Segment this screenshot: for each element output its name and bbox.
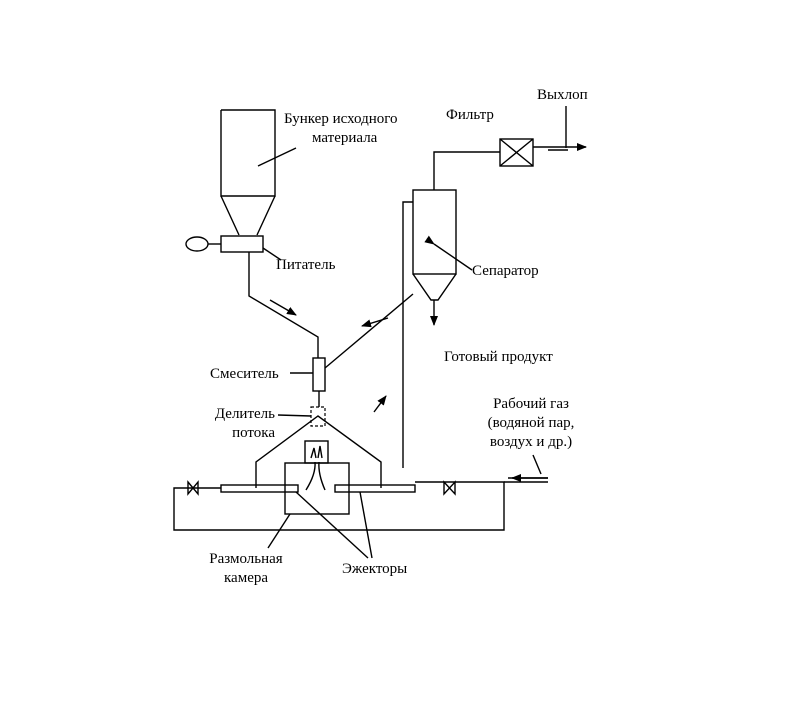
valve-right	[443, 480, 456, 496]
riser-pipe	[402, 201, 413, 468]
label-chamber-line2: камера	[223, 570, 269, 586]
label-product: Готовый продукт	[444, 349, 553, 365]
mixer	[312, 357, 326, 392]
filter	[499, 138, 534, 167]
label-divider-line1: Делитель	[214, 406, 275, 422]
grinding-chamber	[284, 440, 350, 515]
label-feeder: Питатель	[276, 257, 336, 273]
leader-bunker	[257, 147, 297, 167]
gas-loop	[173, 481, 505, 531]
feed-flow-arrow	[269, 299, 297, 316]
feeder	[185, 235, 264, 253]
label-gas: Рабочий газ (водяной пар, воздух и др.)	[476, 395, 586, 452]
label-separator: Сепаратор	[472, 263, 539, 279]
ejector-left	[220, 484, 299, 493]
leader-ejector-1	[295, 491, 369, 559]
exhaust-pipe	[433, 151, 500, 190]
label-bunker-line2: материала	[312, 130, 378, 146]
return-arrow	[361, 317, 389, 328]
label-chamber-line1: Размольная	[209, 551, 283, 567]
riser-arrow	[373, 395, 387, 413]
label-gas-line1: Рабочий газ	[493, 396, 569, 412]
label-filter: Фильтр	[446, 107, 494, 123]
return-pipe	[324, 293, 414, 369]
label-mixer: Смеситель	[210, 366, 279, 382]
label-exhaust: Выхлоп	[537, 87, 588, 103]
flow-divider	[310, 406, 326, 427]
leader-chamber	[267, 513, 291, 549]
label-bunker-line1: Бункер исходного	[284, 111, 398, 127]
leader-ejector-2	[359, 491, 373, 559]
label-gas-line2: (водяной пар,	[487, 415, 575, 431]
bunker	[220, 109, 276, 236]
separator	[412, 189, 457, 326]
feed-pipe	[248, 252, 319, 358]
label-divider-line2: потока	[232, 425, 275, 441]
label-ejectors: Эжекторы	[342, 561, 408, 577]
divider-branches	[255, 415, 382, 488]
leader-feeder	[262, 247, 282, 261]
label-gas-line3: воздух и др.)	[489, 434, 573, 450]
valve-left	[187, 480, 199, 496]
leader-separator	[424, 235, 473, 271]
leader-divider	[277, 414, 312, 417]
label-chamber: Размольная камера	[196, 550, 296, 588]
label-divider: Делитель потока	[205, 405, 275, 443]
label-bunker: Бункер исходного материала	[284, 110, 398, 148]
ejector-right	[334, 484, 416, 493]
